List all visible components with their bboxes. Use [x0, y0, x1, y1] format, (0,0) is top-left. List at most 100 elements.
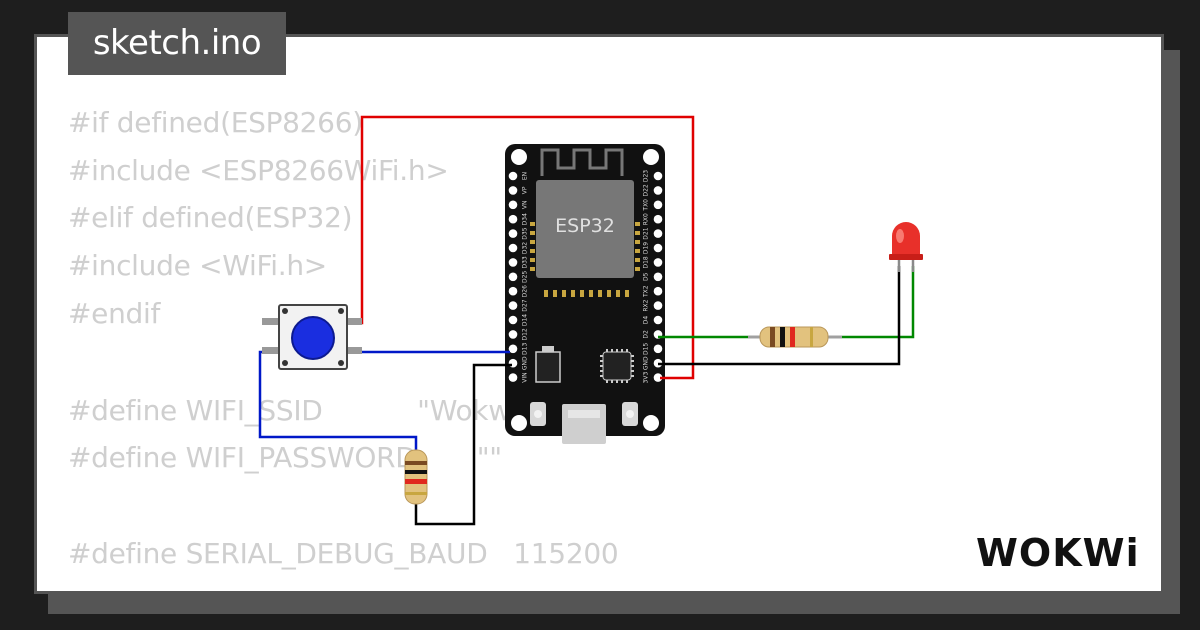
pin-hole[interactable]	[653, 214, 663, 224]
button-leg	[262, 318, 280, 325]
pin-label: GND	[643, 356, 650, 370]
pin-hole[interactable]	[653, 200, 663, 210]
pushbutton[interactable]	[262, 304, 362, 370]
pin-label: D23	[643, 170, 650, 182]
mount-hole	[643, 415, 659, 431]
resistor-band	[780, 327, 785, 347]
wire-black-led-cathode[interactable]	[658, 266, 901, 366]
button-corner	[338, 308, 344, 314]
chip-pin	[631, 375, 634, 377]
pin-label: D18	[643, 256, 650, 268]
module-pad	[635, 222, 640, 226]
pin-label: VIN	[522, 372, 529, 382]
wokwi-logo: WOKWi	[976, 531, 1139, 575]
pin-hole[interactable]	[653, 373, 663, 382]
resistor-body	[404, 449, 428, 505]
chip-pin	[631, 360, 634, 362]
pin-hole[interactable]	[653, 229, 663, 238]
button-leg	[346, 318, 362, 325]
pin-hole[interactable]	[653, 301, 663, 310]
pin-hole[interactable]	[653, 186, 663, 195]
file-tab[interactable]: sketch.ino	[68, 12, 286, 75]
code-line: #include <WiFi.h>	[68, 249, 327, 282]
module-pad	[544, 290, 548, 297]
resistor-band	[790, 327, 795, 347]
usb-chip-pins	[600, 349, 634, 383]
pin-hole[interactable]	[508, 186, 518, 195]
resistor-band	[405, 470, 427, 474]
pin-label: D35	[522, 227, 529, 239]
module-pad	[635, 249, 640, 253]
led-highlight	[896, 229, 904, 243]
chip-pin	[626, 349, 628, 352]
pin-label: D32	[522, 242, 529, 254]
wire-green-led-anode[interactable]	[828, 266, 915, 339]
button-cap[interactable]	[291, 316, 335, 360]
pin-label: D27	[522, 299, 529, 311]
code-line: #define WIFI_PASSWORD ""	[68, 441, 502, 474]
mount-hole	[643, 149, 659, 165]
pin-hole[interactable]	[508, 330, 518, 339]
pin-label: RX2	[643, 299, 650, 311]
pin-hole[interactable]	[508, 315, 518, 325]
module-pad	[530, 267, 535, 271]
voltage-regulator	[535, 351, 561, 383]
board-label: ESP32	[555, 215, 615, 237]
regulator-tab	[542, 346, 554, 352]
pin-hole[interactable]	[508, 373, 518, 382]
pin-hole[interactable]	[508, 214, 518, 224]
chip-pin	[621, 349, 623, 352]
code-line: #define SERIAL_DEBUG_BAUD 115200	[68, 537, 619, 570]
pin-hole[interactable]	[653, 243, 663, 253]
pin-hole[interactable]	[508, 272, 518, 282]
pin-hole[interactable]	[508, 344, 518, 354]
pin-label: D22	[643, 184, 650, 196]
module-pad	[616, 290, 620, 297]
module-pad	[571, 290, 575, 297]
en-button-cap	[534, 410, 542, 418]
pin-hole[interactable]	[653, 344, 663, 354]
pin-hole[interactable]	[653, 315, 663, 325]
pin-hole[interactable]	[653, 258, 663, 267]
esp32-board[interactable]: ESP32 ENVPVND34D35D32D33D25D26D27D14D12D…	[505, 144, 665, 444]
pin-hole[interactable]	[508, 200, 518, 210]
pin-hole[interactable]	[508, 243, 518, 253]
left-pin-header: ENVPVND34D35D32D33D25D26D27D14D12D13GNDV…	[508, 171, 529, 383]
pin-label: EN	[522, 172, 529, 180]
pin-label: D12	[522, 328, 529, 340]
pin-hole[interactable]	[653, 171, 663, 181]
boot-button-cap	[626, 410, 634, 418]
wire-blue-resistor[interactable]	[258, 350, 418, 452]
pin-hole[interactable]	[508, 258, 518, 267]
pin-hole[interactable]	[508, 301, 518, 310]
resistor-band	[770, 327, 775, 347]
module-pad	[635, 258, 640, 262]
mount-hole	[511, 149, 527, 165]
resistor-band	[405, 492, 427, 495]
pin-label: D15	[643, 342, 650, 354]
button-corner	[282, 308, 288, 314]
pin-hole[interactable]	[653, 272, 663, 282]
chip-pin	[600, 370, 603, 372]
pin-label: D21	[643, 227, 650, 239]
pin-hole[interactable]	[508, 286, 518, 296]
usb-chip	[602, 351, 632, 381]
pin-label: D13	[522, 342, 529, 354]
pin-label: GND	[522, 356, 529, 370]
red-led[interactable]	[889, 222, 923, 272]
chip-pin	[606, 349, 608, 352]
module-pad	[562, 290, 566, 297]
module-pad	[530, 240, 535, 244]
pin-hole[interactable]	[508, 171, 518, 181]
pin-hole[interactable]	[653, 286, 663, 296]
chip-pin	[621, 380, 623, 383]
led-resistor[interactable]	[748, 326, 842, 348]
pin-hole[interactable]	[508, 229, 518, 238]
chip-pin	[606, 380, 608, 383]
pin-label: D26	[522, 285, 529, 297]
module-pad	[530, 249, 535, 253]
pulldown-resistor[interactable]	[404, 449, 428, 505]
wire-black-gnd[interactable]	[414, 363, 512, 526]
module-pad	[635, 267, 640, 271]
